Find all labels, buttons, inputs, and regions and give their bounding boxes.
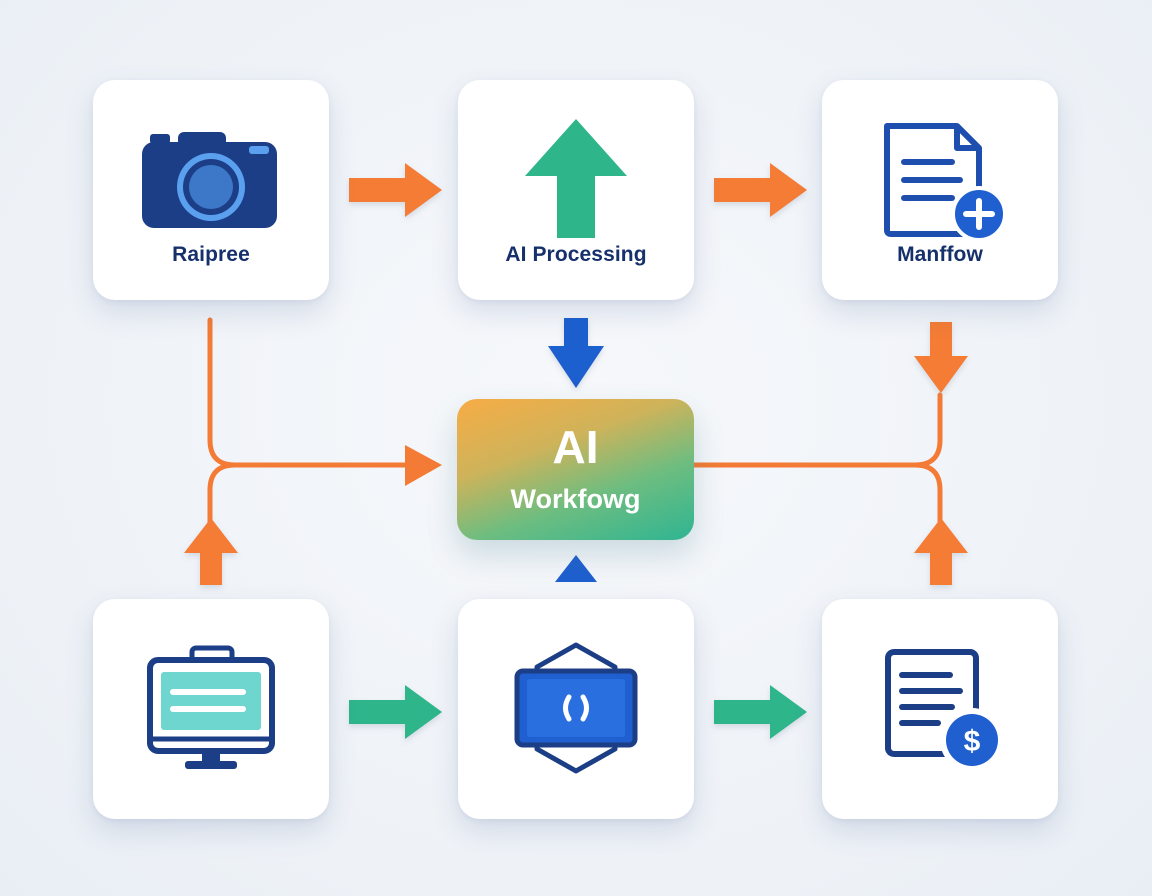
arrow-right-2-3 [714, 163, 807, 217]
invoice-dollar-icon: $ [885, 649, 1004, 772]
arrow-up-to-hub [555, 555, 597, 582]
code-hexagon-icon [514, 642, 638, 774]
node-card-code[interactable] [458, 599, 694, 819]
node-card-monitor[interactable] [93, 599, 329, 819]
hub-subtitle: Workfowg [510, 484, 641, 514]
document-add-icon [884, 123, 1007, 242]
svg-text:$: $ [964, 725, 981, 758]
arrow-down-right [914, 322, 968, 393]
node-label: AI Processing [505, 243, 647, 266]
node-card-ai-processing[interactable]: AI Processing [458, 80, 694, 300]
arrow-right-1-2 [349, 163, 442, 217]
arrow-right-5-6 [714, 685, 807, 739]
node-card-invoice[interactable]: $ [822, 599, 1058, 819]
ai-workflow-hub[interactable]: AI Workfowg [457, 399, 694, 540]
upload-arrow-icon [525, 119, 627, 238]
arrow-right-4-5 [349, 685, 442, 739]
node-card-camera[interactable]: Raipree [93, 80, 329, 300]
left-connector-line [207, 317, 415, 558]
arrow-up-left [184, 518, 238, 585]
monitor-icon [147, 645, 275, 769]
hub-title: AI [552, 421, 599, 473]
right-connector-line [691, 392, 943, 558]
node-card-document[interactable]: Manffow [822, 80, 1058, 300]
camera-icon [142, 132, 277, 228]
node-label: Raipree [172, 243, 250, 266]
arrow-into-hub-left [405, 445, 442, 486]
arrow-up-right [914, 518, 968, 585]
node-label: Manffow [897, 243, 983, 266]
arrow-down-to-hub [548, 318, 604, 388]
